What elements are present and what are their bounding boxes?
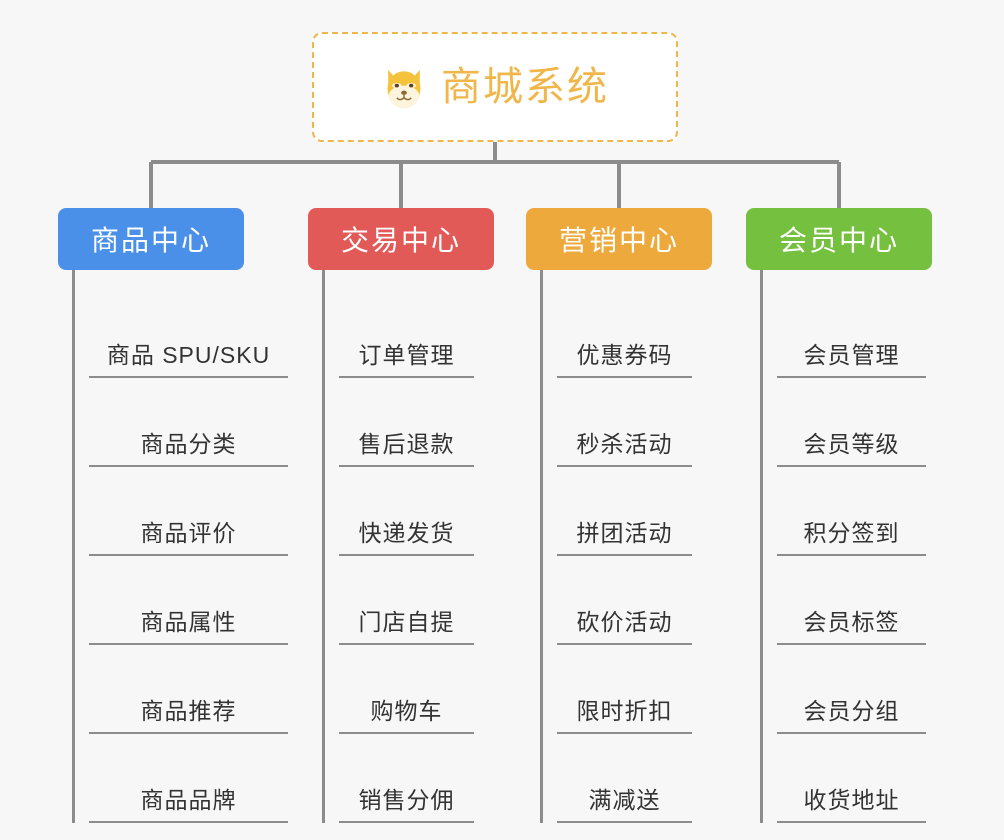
root-node[interactable]: 商城系统 xyxy=(312,32,678,142)
category-label-2: 营销中心 xyxy=(558,225,679,256)
leaf-label: 商品 SPU/SKU xyxy=(106,342,271,369)
leaf-label: 会员标签 xyxy=(803,609,900,636)
list-item[interactable]: 商品评价 xyxy=(89,467,288,556)
leaf-label: 门店自提 xyxy=(358,609,455,636)
list-item[interactable]: 优惠券码 xyxy=(557,290,692,378)
leaf-label: 优惠券码 xyxy=(576,342,673,369)
list-item[interactable]: 拼团活动 xyxy=(557,467,692,556)
list-item[interactable]: 满减送 xyxy=(557,734,692,823)
category-header-3[interactable]: 会员中心 xyxy=(746,208,932,270)
category-header-1[interactable]: 交易中心 xyxy=(308,208,494,270)
leaf-label: 售后退款 xyxy=(358,431,455,458)
leaf-label: 收货地址 xyxy=(803,787,900,814)
list-item[interactable]: 积分签到 xyxy=(777,467,926,556)
list-item[interactable]: 限时折扣 xyxy=(557,645,692,734)
list-item[interactable]: 商品分类 xyxy=(89,378,288,467)
list-item[interactable]: 购物车 xyxy=(339,645,474,734)
leaf-label: 满减送 xyxy=(588,787,661,814)
leaf-label: 商品品牌 xyxy=(140,787,237,814)
category-header-2[interactable]: 营销中心 xyxy=(526,208,712,270)
leaf-label: 商品属性 xyxy=(140,609,237,636)
list-item[interactable]: 会员分组 xyxy=(777,645,926,734)
leaf-label: 商品分类 xyxy=(140,431,237,458)
list-item[interactable]: 门店自提 xyxy=(339,556,474,645)
list-item[interactable]: 会员等级 xyxy=(777,378,926,467)
leaf-label: 拼团活动 xyxy=(576,520,673,547)
leaf-label: 快递发货 xyxy=(358,520,455,547)
leaf-label: 购物车 xyxy=(370,698,443,725)
category-label-1: 交易中心 xyxy=(340,225,461,256)
list-item[interactable]: 订单管理 xyxy=(339,290,474,378)
leaf-label: 砍价活动 xyxy=(576,609,673,636)
category-label-3: 会员中心 xyxy=(778,225,899,256)
list-item[interactable]: 商品 SPU/SKU xyxy=(89,290,288,378)
list-item[interactable]: 商品品牌 xyxy=(89,734,288,823)
leaf-label: 会员管理 xyxy=(803,342,900,369)
list-item[interactable]: 销售分佣 xyxy=(339,734,474,823)
leaf-label: 销售分佣 xyxy=(358,787,455,814)
list-item[interactable]: 快递发货 xyxy=(339,467,474,556)
leaf-list-1: 订单管理 售后退款 快递发货 门店自提 购物车 销售分佣 xyxy=(322,270,474,823)
list-item[interactable]: 商品属性 xyxy=(89,556,288,645)
leaf-label: 秒杀活动 xyxy=(576,431,673,458)
leaf-label: 商品推荐 xyxy=(140,698,237,725)
category-column-1: 交易中心 订单管理 售后退款 快递发货 门店自提 购物车 销售分佣 xyxy=(308,208,508,823)
shiba-dog-face-icon xyxy=(381,64,427,110)
list-item[interactable]: 收货地址 xyxy=(777,734,926,823)
category-header-0[interactable]: 商品中心 xyxy=(58,208,244,270)
leaf-label: 限时折扣 xyxy=(576,698,673,725)
root-title: 商城系统 xyxy=(441,65,609,109)
leaf-label: 订单管理 xyxy=(358,342,455,369)
leaf-list-2: 优惠券码 秒杀活动 拼团活动 砍价活动 限时折扣 满减送 xyxy=(540,270,692,823)
list-item[interactable]: 会员标签 xyxy=(777,556,926,645)
category-column-3: 会员中心 会员管理 会员等级 积分签到 会员标签 会员分组 收货地址 xyxy=(746,208,946,823)
list-item[interactable]: 秒杀活动 xyxy=(557,378,692,467)
list-item[interactable]: 商品推荐 xyxy=(89,645,288,734)
list-item[interactable]: 售后退款 xyxy=(339,378,474,467)
leaf-label: 积分签到 xyxy=(803,520,900,547)
list-item[interactable]: 砍价活动 xyxy=(557,556,692,645)
category-label-0: 商品中心 xyxy=(90,225,211,256)
category-column-0: 商品中心 商品 SPU/SKU 商品分类 商品评价 商品属性 商品推荐 商品品牌 xyxy=(58,208,288,823)
leaf-label: 商品评价 xyxy=(140,520,237,547)
leaf-list-0: 商品 SPU/SKU 商品分类 商品评价 商品属性 商品推荐 商品品牌 xyxy=(72,270,288,823)
leaf-list-3: 会员管理 会员等级 积分签到 会员标签 会员分组 收货地址 xyxy=(760,270,926,823)
list-item[interactable]: 会员管理 xyxy=(777,290,926,378)
leaf-label: 会员等级 xyxy=(803,431,900,458)
leaf-label: 会员分组 xyxy=(803,698,900,725)
category-column-2: 营销中心 优惠券码 秒杀活动 拼团活动 砍价活动 限时折扣 满减送 xyxy=(526,208,726,823)
